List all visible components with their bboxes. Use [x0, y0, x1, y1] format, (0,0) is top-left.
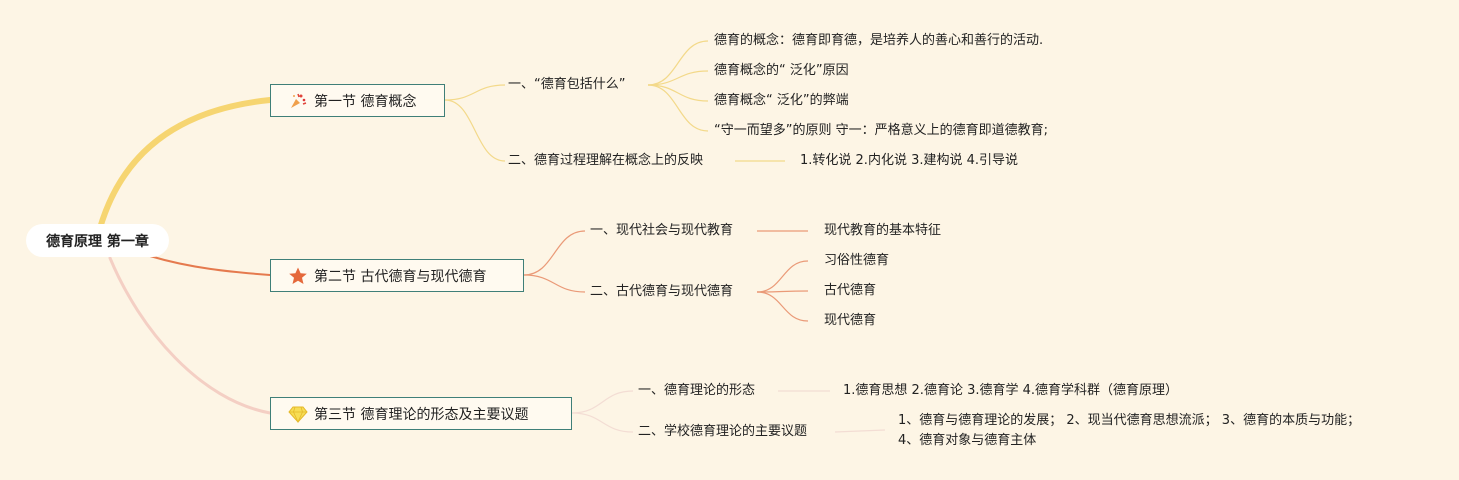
- connector-s3-sub2-leaf1: [834, 429, 886, 433]
- root-topic[interactable]: 德育原理 第一章: [26, 224, 169, 257]
- s3-sub2[interactable]: 二、学校德育理论的主要议题: [638, 424, 808, 439]
- connector-s3-sub1: [571, 390, 634, 414]
- branch-line-section-2: [149, 255, 271, 276]
- section-3-topic[interactable]: 第三节 德育理论的形态及主要议题: [270, 397, 572, 430]
- section-1-topic[interactable]: 第一节 德育概念: [270, 84, 445, 117]
- connector-s2-sub1: [523, 230, 586, 276]
- section-1-label: 第一节 德育概念: [314, 93, 417, 110]
- s1-sub2[interactable]: 二、德育过程理解在概念上的反映: [508, 153, 704, 168]
- s3-sub1-leaf1[interactable]: 1.德育思想 2.德育论 3.德育学 4.德育学科群（德育原理）: [843, 383, 1179, 398]
- connector-s2-sub2-leaf3: [756, 291, 809, 322]
- section-3-label: 第三节 德育理论的形态及主要议题: [314, 406, 529, 423]
- s1-sub1-leaf3[interactable]: 德育概念“ 泛化”的弊端: [714, 93, 849, 108]
- s2-sub2-leaf3[interactable]: 现代德育: [824, 313, 877, 328]
- s2-sub2[interactable]: 二、古代德育与现代德育: [590, 284, 734, 299]
- s3-sub2-leaf2[interactable]: 4、德育对象与德育主体: [898, 433, 1037, 448]
- connector-s1-sub1-leaf3: [647, 84, 709, 102]
- connector-s1-sub1-leaf4: [647, 84, 709, 132]
- connector-s3-sub2: [571, 412, 634, 433]
- section-2-topic[interactable]: 第二节 古代德育与现代德育: [270, 259, 524, 292]
- s1-sub1-leaf4[interactable]: “守一而望多”的原则 守一：严格意义上的德育即道德教育;: [714, 123, 1048, 138]
- s1-sub1[interactable]: 一、“德育包括什么”: [508, 77, 626, 92]
- section-2-label: 第二节 古代德育与现代德育: [314, 268, 487, 285]
- branch-line-section-3: [108, 256, 272, 415]
- s2-sub1[interactable]: 一、现代社会与现代教育: [590, 223, 734, 238]
- s1-sub1-leaf2[interactable]: 德育概念的“ 泛化”原因: [714, 63, 849, 78]
- s3-sub2-leaf1[interactable]: 1、德育与德育理论的发展； 2、现当代德育思想流派； 3、德育的本质与功能；: [898, 413, 1361, 428]
- s1-sub1-leaf1[interactable]: 德育的概念：德育即育德，是培养人的善心和善行的活动.: [714, 33, 1044, 48]
- s2-sub1-leaf1[interactable]: 现代教育的基本特征: [824, 223, 942, 238]
- s2-sub2-leaf2[interactable]: 古代德育: [824, 283, 877, 298]
- connector-s1-sub2: [444, 99, 506, 162]
- connector-s1-sub1-leaf2: [647, 70, 709, 86]
- s1-sub2-leaf1[interactable]: 1.转化说 2.内化说 3.建构说 4.引导说: [800, 153, 1019, 168]
- s3-sub1[interactable]: 一、德育理论的形态: [638, 383, 756, 398]
- star-icon: [288, 266, 308, 286]
- connector-s1-sub1-leaf1: [647, 40, 709, 86]
- connector-s2-sub2: [523, 274, 586, 293]
- connector-s1-sub1: [444, 84, 506, 101]
- s2-sub2-leaf1[interactable]: 习俗性德育: [824, 253, 890, 268]
- party-popper-icon: [288, 91, 308, 111]
- branch-line-section-1: [97, 97, 273, 231]
- connector-s2-sub2-leaf1: [756, 260, 809, 293]
- root-label: 德育原理 第一章: [46, 233, 149, 250]
- diamond-icon: [288, 404, 308, 424]
